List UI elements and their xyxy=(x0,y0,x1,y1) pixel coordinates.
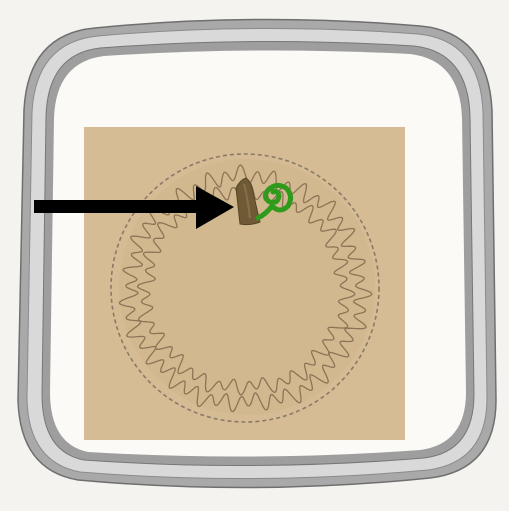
pattern-canvas[interactable] xyxy=(84,127,405,440)
arrow-shaft xyxy=(34,200,204,213)
